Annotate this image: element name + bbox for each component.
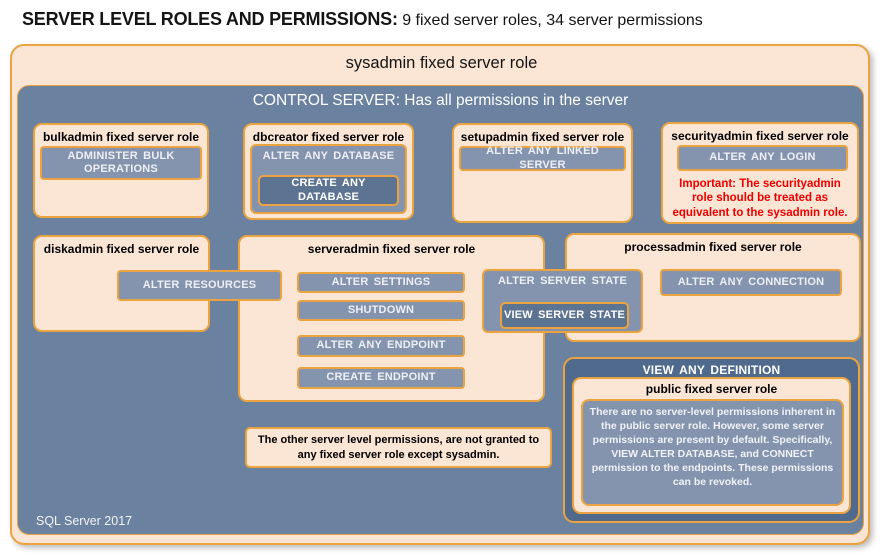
role-box-serveradmin: serveradmin fixed server role ALTER SETT…: [238, 235, 545, 402]
role-box-setupadmin: setupadmin fixed server role ALTER ANY L…: [452, 123, 633, 223]
permission-view-server-state: VIEW SERVER STATE: [500, 302, 629, 329]
role-box-public: public fixed server role There are no se…: [572, 377, 851, 514]
permission-alter-any-linked-server: ALTER ANY LINKED SERVER: [459, 145, 626, 171]
permission-administer-bulk-operations: ADMINISTER BULK OPERATIONS: [40, 146, 202, 180]
permission-alter-any-database-label: ALTER ANY DATABASE: [262, 150, 395, 162]
role-title-securityadmin: securityadmin fixed server role: [671, 129, 849, 143]
permission-alter-any-connection: ALTER ANY CONNECTION: [660, 269, 842, 296]
role-box-dbcreator: dbcreator fixed server role ALTER ANY DA…: [243, 123, 414, 220]
page-title: SERVER LEVEL ROLES AND PERMISSIONS: 9 fi…: [22, 9, 703, 30]
permission-alter-resources: ALTER RESOURCES: [117, 270, 282, 301]
page-title-main: SERVER LEVEL ROLES AND PERMISSIONS:: [22, 9, 398, 29]
permission-alter-any-endpoint: ALTER ANY ENDPOINT: [297, 335, 465, 357]
role-title-serveradmin: serveradmin fixed server role: [307, 242, 476, 256]
permission-alter-any-login: ALTER ANY LOGIN: [677, 145, 848, 171]
permission-create-endpoint: CREATE ENDPOINT: [297, 367, 465, 389]
public-role-description: There are no server-level permissions in…: [581, 399, 844, 506]
permission-alter-settings: ALTER SETTINGS: [297, 272, 465, 293]
permission-alter-server-state-label: ALTER SERVER STATE: [497, 275, 628, 287]
sql-server-version-label: SQL Server 2017: [36, 514, 133, 528]
page-title-sub: 9 fixed server roles, 34 server permissi…: [397, 12, 703, 29]
role-box-securityadmin: securityadmin fixed server role ALTER AN…: [661, 122, 859, 224]
permission-view-any-definition: VIEW ANY DEFINITION public fixed server …: [563, 357, 860, 523]
permission-view-any-definition-label: VIEW ANY DEFINITION: [642, 363, 781, 377]
role-box-bulkadmin: bulkadmin fixed server role ADMINISTER B…: [33, 123, 209, 218]
sysadmin-role-title: sysadmin fixed server role: [345, 54, 538, 72]
permission-alter-server-state: ALTER SERVER STATE VIEW SERVER STATE: [482, 269, 643, 333]
role-title-public: public fixed server role: [645, 382, 778, 396]
role-title-dbcreator: dbcreator fixed server role: [252, 130, 405, 144]
securityadmin-warning-text: Important: The securityadmin role should…: [672, 178, 848, 219]
role-title-setupadmin: setupadmin fixed server role: [460, 130, 625, 144]
other-permissions-note: The other server level permissions, are …: [245, 427, 552, 468]
control-server-title: CONTROL SERVER: Has all permissions in t…: [252, 92, 629, 109]
permission-create-any-database: CREATE ANY DATABASE: [258, 175, 399, 206]
role-title-diskadmin: diskadmin fixed server role: [43, 242, 200, 256]
role-title-bulkadmin: bulkadmin fixed server role: [42, 130, 200, 144]
role-title-processadmin: processadmin fixed server role: [624, 240, 802, 254]
permission-alter-any-database: ALTER ANY DATABASE CREATE ANY DATABASE: [250, 144, 407, 214]
permission-shutdown: SHUTDOWN: [297, 300, 465, 321]
